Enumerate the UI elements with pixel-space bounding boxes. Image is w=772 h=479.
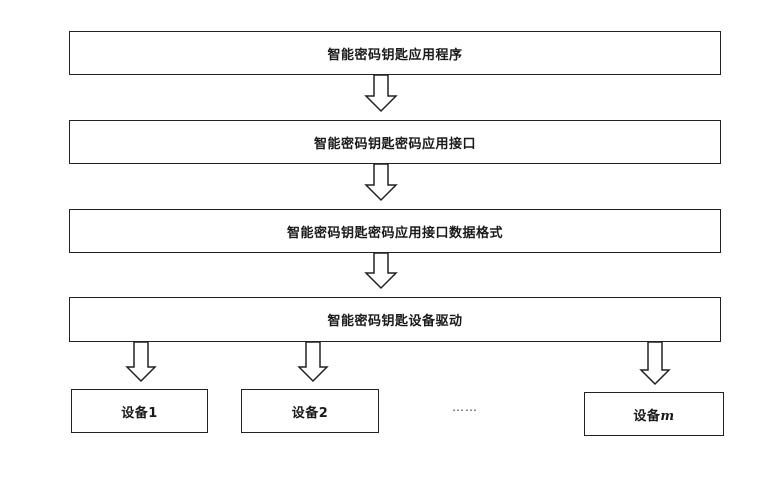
down-arrow-to-device-2 <box>297 341 329 383</box>
layer-application: 智能密码钥匙应用程序 <box>69 31 721 75</box>
device-ellipsis: …… <box>452 400 478 414</box>
device-box-m: 设备m <box>584 392 724 436</box>
down-arrow-to-device-1 <box>125 341 157 383</box>
device-m-prefix: 设备 <box>633 408 661 424</box>
layer-crypto-api-label: 智能密码钥匙密码应用接口 <box>313 136 476 152</box>
layer-crypto-api-data-format: 智能密码钥匙密码应用接口数据格式 <box>69 209 721 253</box>
device-2-prefix: 设备 <box>291 405 319 421</box>
device-1-label: 设备1 <box>121 402 158 421</box>
layer-crypto-api-data-format-label: 智能密码钥匙密码应用接口数据格式 <box>286 225 503 241</box>
device-box-1: 设备1 <box>71 389 208 433</box>
device-1-prefix: 设备 <box>121 405 149 421</box>
down-arrow-2-3 <box>364 163 398 202</box>
down-arrow-1-2 <box>364 74 398 113</box>
layer-crypto-api: 智能密码钥匙密码应用接口 <box>69 120 721 164</box>
device-box-2: 设备2 <box>241 389 379 433</box>
layer-device-driver: 智能密码钥匙设备驱动 <box>69 297 721 342</box>
device-m-suffix: m <box>660 408 675 424</box>
device-1-suffix: 1 <box>148 405 158 421</box>
device-m-label: 设备m <box>633 405 674 424</box>
layer-application-label: 智能密码钥匙应用程序 <box>327 47 463 63</box>
device-2-suffix: 2 <box>318 405 329 421</box>
device-2-label: 设备2 <box>292 402 329 421</box>
layer-device-driver-label: 智能密码钥匙设备驱动 <box>327 314 463 329</box>
down-arrow-3-4 <box>364 252 398 290</box>
down-arrow-to-device-m <box>639 341 671 386</box>
